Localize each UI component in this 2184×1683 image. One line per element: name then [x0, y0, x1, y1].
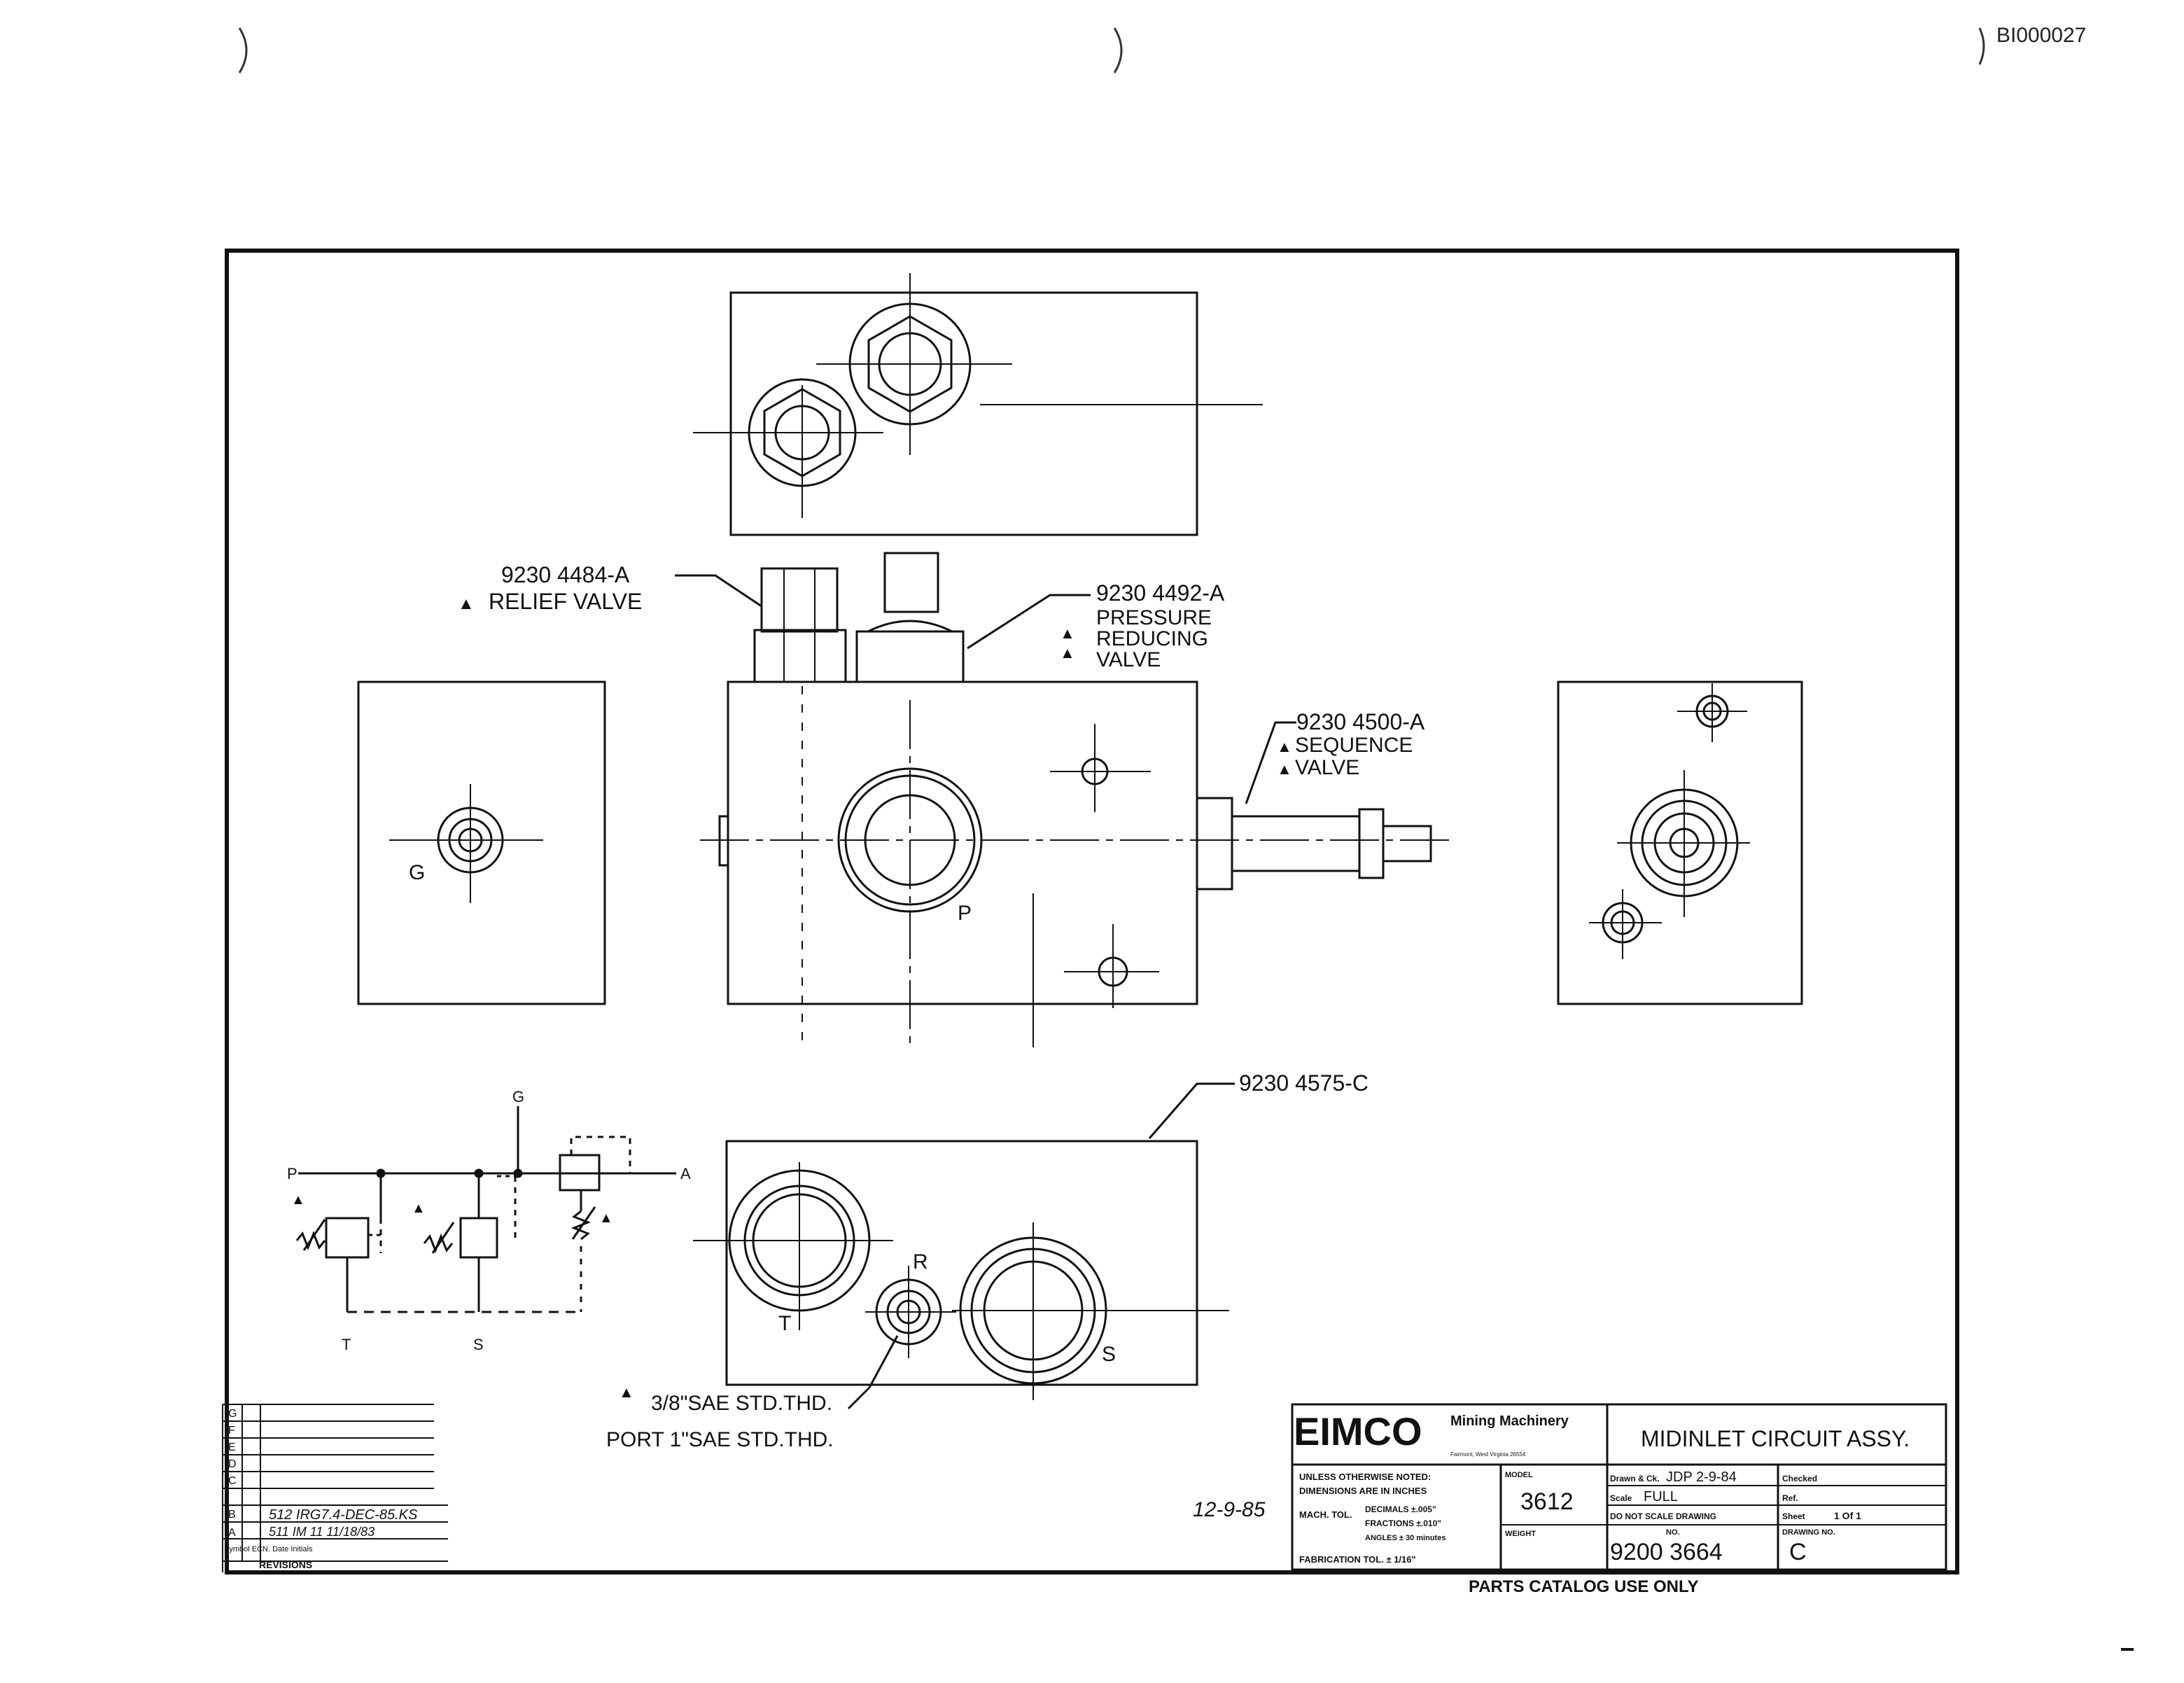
port-note-line-2: PORT 1"SAE STD.THD.	[606, 1428, 834, 1451]
revision-footer-label: REVISIONS	[259, 1559, 312, 1570]
ref-label: Ref.	[1782, 1493, 1798, 1503]
part-number: 9200 3664	[1610, 1539, 1723, 1565]
fabrication-tolerance: FABRICATION TOL. ± 1/16"	[1299, 1554, 1416, 1565]
port-label-t: T	[778, 1312, 791, 1335]
revision-letter-a: A	[228, 1527, 236, 1539]
top-view	[693, 273, 1263, 536]
revision-block	[222, 1404, 448, 1572]
manifold-block-part-number: 9230 4575-C	[1239, 1070, 1368, 1096]
revision-footer-columns: Symbol ECN. Date Initials	[224, 1545, 313, 1553]
decimals-tolerance: DECIMALS ±.005"	[1365, 1504, 1436, 1514]
do-not-scale-note: DO NOT SCALE DRAWING	[1610, 1511, 1716, 1521]
revision-letter: C	[1789, 1539, 1807, 1565]
port-label-p: P	[958, 902, 972, 925]
revision-letter-g: G	[228, 1408, 237, 1420]
scan-marks	[238, 27, 1985, 74]
sheet-label: Sheet	[1782, 1511, 1805, 1521]
drawing-number-label: DRAWING NO.	[1782, 1528, 1835, 1537]
company-division: Mining Machinery	[1450, 1413, 1569, 1429]
revision-entry-a: 511 IM 11 11/18/83	[269, 1525, 374, 1539]
port-label-s: S	[1102, 1343, 1116, 1366]
revision-letter-c: C	[228, 1475, 237, 1487]
sheet-value: 1 Of 1	[1834, 1510, 1861, 1521]
triangle-note-icon: ▲	[599, 1210, 613, 1226]
hydraulic-schematic	[295, 1106, 676, 1313]
triangle-note-icon: ▲	[619, 1383, 634, 1401]
right-side-view	[1557, 680, 1803, 1005]
parts-catalog-note: PARTS CATALOG USE ONLY	[1469, 1577, 1698, 1596]
pressure-reducing-valve-part-number: 9230 4492-A	[1096, 580, 1225, 606]
triangle-note-icon: ▲	[1277, 738, 1292, 755]
schematic-label-t: T	[342, 1336, 351, 1353]
revision-entry-b: 512 IRG7.4-DEC-85.KS	[269, 1507, 418, 1523]
sequence-valve-part-number: 9230 4500-A	[1296, 709, 1425, 734]
revision-letter-e: E	[228, 1441, 236, 1453]
triangle-note-icon: ▲	[412, 1201, 426, 1216]
revision-letter-f: F	[228, 1425, 235, 1437]
model-label: MODEL	[1505, 1471, 1533, 1479]
revision-row-letters: G F E D C B A	[228, 1408, 237, 1539]
drawing-title: MIDINLET CIRCUIT ASSY.	[1641, 1426, 1910, 1451]
weight-label: WEIGHT	[1505, 1530, 1536, 1538]
triangle-note-icon: ▲	[291, 1192, 305, 1208]
triangle-note-icon: ▲	[1277, 760, 1292, 778]
left-side-view	[357, 680, 606, 1005]
sequence-valve-label-1: SEQUENCE	[1295, 734, 1413, 757]
schematic-label-a: A	[680, 1165, 691, 1182]
document-id: BI000027	[1996, 24, 2087, 47]
triangle-note-icon: ▲	[458, 594, 475, 613]
company-address: Fairmont, West Virginia 26554	[1450, 1451, 1526, 1458]
port-label-g: G	[409, 861, 425, 884]
scale-value: FULL	[1644, 1489, 1678, 1504]
revision-letter-d: D	[228, 1458, 237, 1470]
leader-lines	[675, 574, 1296, 1410]
drawn-label: Drawn & Ck.	[1610, 1474, 1660, 1483]
front-view-centerlines	[700, 686, 1452, 1050]
drawn-value: JDP 2-9-84	[1666, 1469, 1737, 1485]
revision-letter-b: B	[228, 1509, 236, 1521]
company-logo: EIMCO	[1294, 1409, 1422, 1453]
drawing-border	[225, 249, 1959, 1574]
relief-valve-part-number: 9230 4484-A	[501, 562, 630, 587]
scan-mark	[2121, 1648, 2134, 1651]
triangle-note-icon: ▲	[1060, 644, 1075, 662]
schematic-label-s: S	[473, 1336, 484, 1353]
angles-tolerance: ANGLES ± 30 minutes	[1365, 1534, 1446, 1542]
model-number: 3612	[1520, 1488, 1574, 1515]
title-block	[1291, 1403, 1947, 1571]
dimensions-note: DIMENSIONS ARE IN INCHES	[1299, 1486, 1427, 1496]
notes-header: UNLESS OTHERWISE NOTED:	[1299, 1472, 1431, 1482]
fractions-tolerance: FRACTIONS ±.010"	[1365, 1518, 1441, 1528]
schematic-label-g: G	[512, 1088, 524, 1105]
machining-tolerance-label: MACH. TOL.	[1299, 1509, 1352, 1520]
handwritten-date: 12-9-85	[1193, 1498, 1266, 1521]
checked-label: Checked	[1782, 1474, 1817, 1483]
port-label-r: R	[913, 1250, 928, 1273]
pressure-reducing-label-1: PRESSURE	[1096, 606, 1212, 629]
number-label: NO.	[1666, 1528, 1680, 1537]
scale-label: Scale	[1610, 1493, 1632, 1503]
pressure-reducing-label-2: REDUCING	[1096, 627, 1208, 650]
schematic-label-p: P	[287, 1165, 298, 1182]
port-note-line-1: 3/8"SAE STD.THD.	[651, 1392, 832, 1415]
sequence-valve-label-2: VALVE	[1295, 756, 1359, 779]
relief-valve-label: RELIEF VALVE	[489, 589, 642, 614]
bottom-view	[693, 1140, 1229, 1400]
pressure-reducing-label-3: VALVE	[1096, 648, 1161, 671]
triangle-note-icon: ▲	[1060, 624, 1075, 642]
